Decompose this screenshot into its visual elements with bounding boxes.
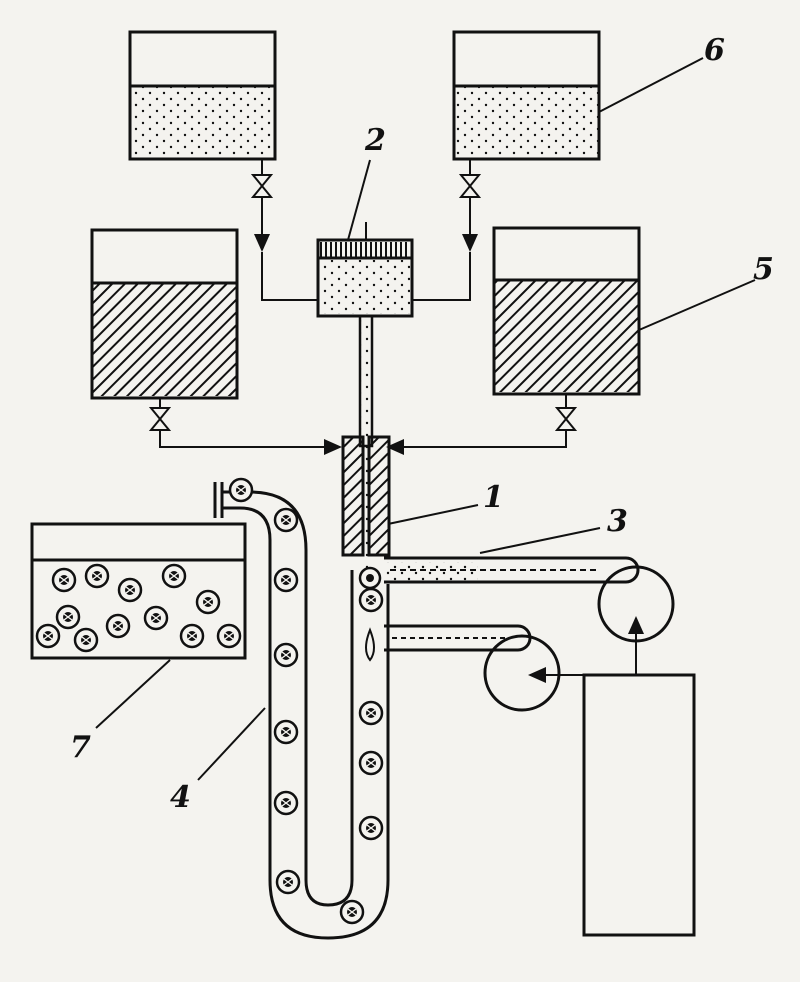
core-feed-lines	[250, 159, 482, 301]
callout-7: 7	[70, 730, 91, 765]
generator-block	[582, 673, 696, 937]
shell-feed-lines	[148, 394, 578, 455]
drive-drum	[483, 634, 561, 712]
coaxial-nozzle	[341, 435, 391, 590]
shell-tank-left	[90, 228, 239, 400]
callout-3: 3	[607, 504, 628, 539]
callout-2: 2	[364, 123, 386, 158]
callout-4: 4	[170, 780, 191, 815]
valve-icon	[148, 407, 172, 431]
valve-icon	[458, 174, 482, 198]
lower-drive	[384, 624, 584, 712]
core-tank-right	[452, 30, 601, 161]
valve-icon	[250, 174, 274, 198]
shell-tank-right	[492, 226, 641, 396]
callout-1: 1	[483, 480, 504, 515]
collector-tank	[30, 522, 247, 660]
callout-5: 5	[753, 252, 774, 287]
callout-6: 6	[704, 33, 725, 68]
core-tank-left	[128, 30, 277, 161]
core-reservoir	[316, 222, 414, 448]
capsules-in-tube	[228, 477, 384, 925]
leader-lines	[95, 57, 756, 781]
coolant-u-tube	[213, 482, 390, 940]
valve-icon	[554, 407, 578, 431]
pulse-transducer	[384, 556, 675, 675]
